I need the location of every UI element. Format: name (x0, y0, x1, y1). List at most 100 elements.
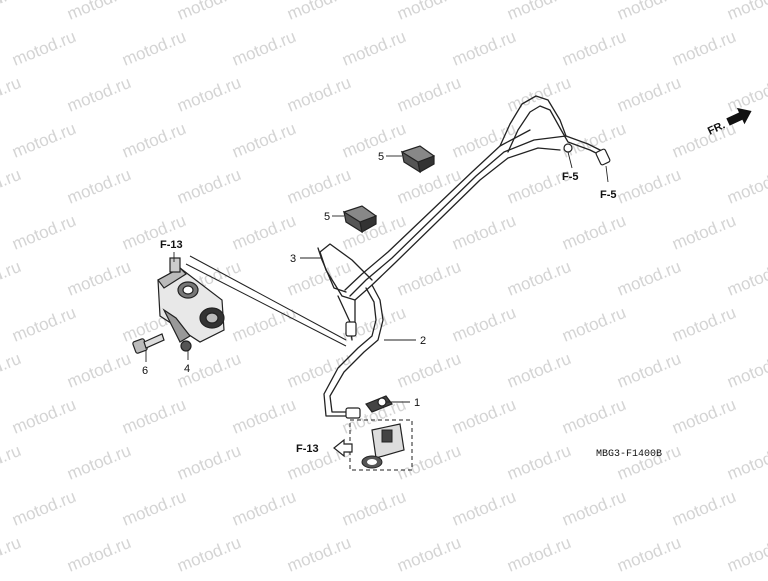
detail-box (349, 419, 413, 471)
watermark-text: motod.ru (64, 73, 133, 116)
watermark-text: motod.ru (229, 395, 298, 438)
watermark-text: motod.ru (229, 119, 298, 162)
brake-pipe-lower (329, 284, 384, 413)
watermark-text: motod.ru (229, 27, 298, 70)
watermark-text: motod.ru (64, 165, 133, 208)
ref-f5-left: F-5 (562, 171, 579, 183)
brake-pipe-upper-3 (344, 129, 531, 291)
watermark-text: motod.ru (284, 349, 353, 392)
brake-pipes (317, 95, 607, 417)
watermark-text: motod.ru (724, 349, 768, 392)
valve-mount-bolt (132, 333, 165, 354)
watermark-text: motod.ru (284, 533, 353, 576)
watermark-text: motod.ru (449, 27, 518, 70)
watermark-text: motod.ru (614, 441, 683, 484)
watermark-text: motod.ru (724, 533, 768, 576)
watermark-text: motod.ru (614, 0, 683, 24)
watermark-text: motod.ru (614, 349, 683, 392)
pipe-fittings (345, 143, 611, 419)
watermark-text: motod.ru (9, 303, 78, 346)
watermark-text: motod.ru (449, 395, 518, 438)
ref-f13-bottom: F-13 (296, 443, 319, 455)
watermark-text: motod.ru (559, 27, 628, 70)
watermark-text: motod.ru (559, 119, 628, 162)
watermark-text: motod.ru (119, 395, 188, 438)
watermark-text: motod.ru (339, 27, 408, 70)
watermark-text: motod.ru (559, 303, 628, 346)
watermark-text: motod.ru (0, 533, 24, 576)
watermark-text: motod.ru (339, 487, 408, 530)
watermark-text: motod.ru (64, 533, 133, 576)
fitting-top-right (563, 143, 573, 153)
watermark-text: motod.ru (0, 165, 24, 208)
watermark-text: motod.ru (9, 211, 78, 254)
watermark-text: motod.ru (504, 441, 573, 484)
watermark-text: motod.ru (64, 0, 133, 24)
watermark-text: motod.ru (504, 257, 573, 300)
watermark-text: motod.ru (0, 349, 24, 392)
watermark-text: motod.ru (394, 257, 463, 300)
watermark-text: motod.ru (174, 0, 243, 24)
pipe-clamp-lower (342, 205, 378, 234)
watermark-text: motod.ru (449, 487, 518, 530)
watermark-text: motod.ru (724, 165, 768, 208)
watermark-text: motod.ru (174, 165, 243, 208)
watermark-text: motod.ru (669, 119, 738, 162)
fitting-nut-left (345, 321, 357, 337)
watermark-text: motod.ru (119, 119, 188, 162)
watermark-text: motod.ru (174, 441, 243, 484)
watermark-text: motod.ru (394, 533, 463, 576)
watermark-text: motod.ru (9, 395, 78, 438)
callout-1: 1 (414, 397, 420, 409)
watermark-text: motod.ru (0, 73, 24, 116)
watermark-text: motod.ru (394, 349, 463, 392)
watermark-text: motod.ru (614, 165, 683, 208)
callout-2: 2 (420, 335, 426, 347)
proportioning-valve (157, 257, 225, 352)
watermark-text: motod.ru (0, 0, 24, 24)
ref-f13-top: F-13 (160, 239, 183, 251)
arrow-right-icon (726, 107, 752, 126)
leader-lines (145, 151, 609, 403)
callout-5-lower: 5 (324, 211, 330, 223)
watermark-text: motod.ru (394, 0, 463, 24)
watermark-text: motod.ru (119, 27, 188, 70)
fitting-nut-lower (345, 407, 361, 419)
valve-bracket-line (185, 255, 347, 347)
leader-f5-left (567, 151, 573, 169)
watermark-text: motod.ru (559, 211, 628, 254)
watermark-text: motod.ru (229, 211, 298, 254)
watermark-text: motod.ru (9, 27, 78, 70)
watermark-text: motod.ru (614, 73, 683, 116)
watermark-text: motod.ru (559, 395, 628, 438)
fitting-nut-right (595, 148, 611, 166)
callout-3: 3 (290, 253, 296, 265)
watermark-text: motod.ru (504, 73, 573, 116)
watermark-text: motod.ru (64, 349, 133, 392)
watermark-text: motod.ru (0, 441, 24, 484)
arrow-left-icon (333, 438, 353, 458)
callout-6: 6 (142, 365, 148, 377)
watermark-text: motod.ru (449, 119, 518, 162)
brake-pipe-top-loop-inner (507, 105, 607, 159)
watermark-text: motod.ru (9, 119, 78, 162)
callout-4: 4 (184, 363, 190, 375)
callout-5-upper: 5 (378, 151, 384, 163)
watermark-text: motod.ru (64, 441, 133, 484)
watermark-text: motod.ru (614, 257, 683, 300)
watermark-text: motod.ru (394, 73, 463, 116)
watermark-text: motod.ru (394, 165, 463, 208)
brake-pipe-lower-inner (323, 287, 377, 417)
watermark-text: motod.ru (9, 487, 78, 530)
watermark-text: motod.ru (174, 73, 243, 116)
brake-pipe-3-loop-inner (317, 247, 347, 293)
watermark-text: motod.ru (669, 27, 738, 70)
watermark-text: motod.ru (669, 211, 738, 254)
watermark-text: motod.ru (724, 441, 768, 484)
ref-f5-right: F-5 (600, 189, 617, 201)
watermark-text: motod.ru (724, 73, 768, 116)
watermark-text: motod.ru (724, 257, 768, 300)
